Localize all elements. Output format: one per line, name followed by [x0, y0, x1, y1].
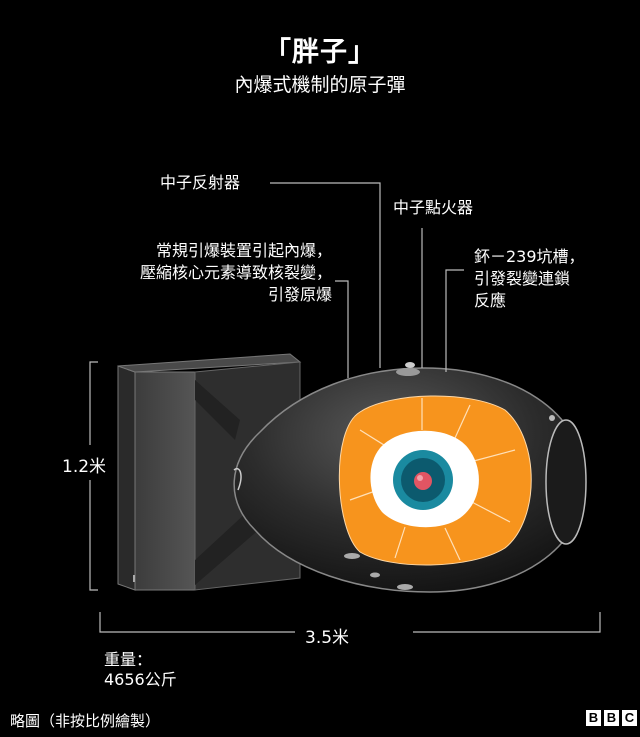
- weight-value: 4656公斤: [104, 670, 177, 689]
- bbc-logo-letter: B: [604, 710, 619, 726]
- label-pit-line2: 引發裂變連鎖: [474, 269, 571, 288]
- dimension-length: 3.5米: [305, 628, 350, 648]
- bbc-logo-letter: C: [622, 710, 637, 726]
- label-pit-line1: 鈈－239坑槽，: [474, 247, 585, 266]
- weight-label: 重量：: [104, 650, 153, 669]
- label-pit-line3: 反應: [474, 291, 507, 310]
- label-plutonium-pit: 鈈－239坑槽， 引發裂變連鎖 反應: [474, 246, 634, 312]
- footnote: 略圖（非按比例繪製）: [10, 712, 161, 730]
- label-explosives-line2: 壓縮核心元素導致核裂變，: [139, 263, 332, 282]
- plutonium-pit: [414, 472, 432, 490]
- cutaway-core: [338, 395, 532, 566]
- label-neutron-reflector: 中子反射器: [160, 173, 241, 192]
- bbc-logo-letter: B: [586, 710, 601, 726]
- label-neutron-initiator: 中子點火器: [393, 198, 474, 217]
- page-subtitle: 內爆式機制的原子彈: [234, 74, 406, 96]
- dimension-height: 1.2米: [62, 457, 107, 477]
- label-explosives-line3: 引發原爆: [267, 285, 332, 304]
- label-explosives-line1: 常規引爆裝置引起內爆，: [155, 241, 332, 260]
- dimension-lines: [89, 361, 601, 633]
- weight-info: 重量： 4656公斤: [104, 650, 177, 690]
- bbc-logo: B B C: [586, 710, 637, 726]
- page-title: 「胖子」: [264, 37, 376, 68]
- leader-lines: [270, 182, 464, 378]
- label-explosives: 常規引爆裝置引起內爆， 壓縮核心元素導致核裂變， 引發原爆: [70, 240, 332, 306]
